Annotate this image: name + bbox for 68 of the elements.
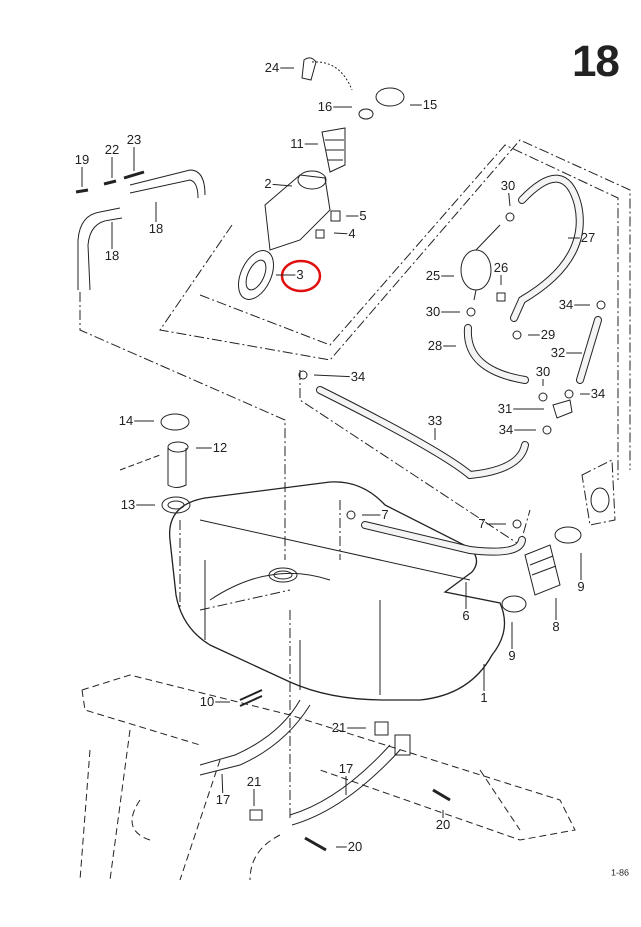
- leader-line: [512, 408, 544, 410]
- leader-line: [434, 428, 436, 440]
- leader-line: [500, 274, 502, 286]
- leader-line: [508, 192, 510, 206]
- callout-number: 34: [498, 423, 514, 437]
- callout-number: 11: [289, 137, 305, 151]
- callout-number: 19: [74, 153, 90, 167]
- callout-number: 20: [346, 840, 364, 854]
- callout-number: 9: [507, 649, 517, 663]
- callout-number: 12: [212, 441, 228, 455]
- callout-number: 7: [477, 517, 487, 531]
- callout-number: 32: [550, 346, 566, 360]
- leader-line: [566, 352, 582, 354]
- callout-number: 34: [350, 370, 366, 384]
- callout-number: 8: [551, 620, 561, 634]
- callout-number: 25: [424, 269, 442, 283]
- callout-number: 34: [590, 387, 606, 401]
- callout-number: 30: [424, 305, 442, 319]
- callout-number: 6: [461, 609, 471, 623]
- leader-line: [314, 374, 350, 378]
- leader-line: [136, 504, 156, 506]
- callout-number: 20: [434, 818, 452, 832]
- callout-number: 5: [358, 209, 368, 223]
- callout-number: 30: [534, 365, 552, 379]
- leader-line: [362, 514, 381, 516]
- leader-line: [542, 378, 544, 386]
- callout-number: 23: [126, 133, 142, 147]
- callout-number: 4: [347, 227, 357, 241]
- callout-number: 21: [246, 775, 262, 789]
- callout-number: 1: [479, 691, 489, 705]
- leader-line: [334, 232, 348, 234]
- leader-line: [134, 420, 154, 422]
- leader-line: [574, 304, 590, 306]
- callout-number: 30: [500, 179, 516, 193]
- callout-number: 18: [148, 222, 164, 236]
- callout-number: 16: [316, 100, 334, 114]
- callout-number: 17: [214, 793, 232, 807]
- callout-number: 3: [295, 268, 305, 282]
- callout-number: 13: [120, 498, 136, 512]
- callout-number: 24: [264, 61, 280, 75]
- leader-line: [580, 552, 582, 580]
- leader-line: [410, 104, 422, 106]
- callout-number: 28: [426, 339, 444, 353]
- callout-number: 27: [580, 231, 596, 245]
- callout-number: 31: [496, 402, 514, 416]
- callout-number: 9: [576, 580, 586, 594]
- callout-number: 26: [492, 261, 510, 275]
- callout-number: 22: [104, 143, 120, 157]
- date-code: 1-86: [611, 868, 629, 878]
- leader-line: [272, 184, 292, 186]
- callout-number: 21: [330, 721, 348, 735]
- leader-line: [276, 274, 296, 276]
- callout-number: 34: [558, 298, 574, 312]
- page-number: 18: [572, 40, 619, 84]
- callout-number: 29: [540, 328, 556, 342]
- leader-line: [332, 106, 352, 108]
- callout-number: 17: [338, 762, 354, 776]
- callout-number: 15: [422, 98, 438, 112]
- callout-number: 7: [380, 508, 390, 522]
- callout-number: 18: [104, 249, 120, 263]
- callout-number: 14: [118, 414, 134, 428]
- callout-number: 2: [263, 177, 273, 191]
- leader-line: [222, 774, 224, 794]
- callout-number: 10: [198, 695, 216, 709]
- leader-line: [528, 334, 540, 336]
- leader-line: [442, 810, 444, 818]
- leader-line: [336, 846, 348, 848]
- callout-number: 33: [426, 414, 444, 428]
